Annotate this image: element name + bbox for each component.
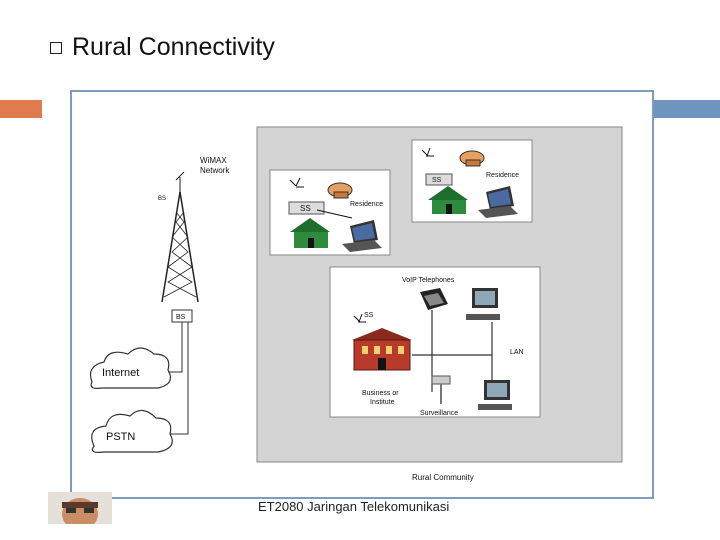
rural-community-panel: VoIP Telephones SS — [329, 266, 541, 418]
residence-panel-1: SS Residence — [269, 169, 391, 256]
voip-phone-icon — [420, 288, 448, 310]
house-icon — [290, 218, 330, 248]
pstn-label: PSTN — [106, 431, 135, 443]
accent-bar-left — [0, 100, 42, 118]
bullet-square-icon — [50, 42, 62, 54]
residence-label: Residence — [486, 172, 519, 179]
ss-label: SS — [300, 204, 311, 213]
antenna-icon — [353, 313, 366, 323]
tower-label: BS — [158, 196, 166, 202]
diagram-frame: SS Residence S — [70, 90, 654, 499]
accent-bar-right — [652, 100, 720, 118]
slide-footer: ET2080 Jaringan Telekomunikasi — [258, 499, 450, 514]
antenna-icon — [289, 177, 304, 188]
antenna-icon — [421, 147, 434, 157]
desktop-computer-icon — [466, 288, 500, 320]
phone-icon — [327, 182, 353, 199]
ss-label: SS — [432, 177, 442, 184]
lan-lines — [412, 310, 493, 392]
surveillance-camera-icon — [431, 375, 451, 404]
house-icon — [428, 186, 468, 214]
building-icon — [352, 328, 412, 371]
residence-panel-2: SS Residence — [411, 139, 533, 223]
ss-label: SS — [364, 312, 374, 319]
business-label: Business or — [362, 390, 399, 397]
wimax-label: WiMAX — [200, 156, 227, 165]
internet-cloud-icon — [89, 347, 171, 389]
slide-title: Rural Connectivity — [72, 33, 275, 61]
phone-icon — [459, 150, 485, 167]
bs-label: BS — [176, 314, 186, 321]
pstn-cloud-icon — [91, 409, 173, 453]
wimax-tower-icon — [161, 171, 199, 303]
internet-label: Internet — [102, 367, 139, 379]
voip-label: VoIP Telephones — [402, 277, 455, 284]
desktop-computer-icon — [478, 380, 512, 410]
laptop-icon — [478, 186, 518, 218]
network-diagram: SS Residence S — [89, 126, 623, 482]
rural-community-label: Rural Community — [412, 473, 474, 482]
laptop-icon — [342, 220, 382, 252]
presenter-avatar — [48, 492, 112, 524]
ss-box — [425, 173, 453, 186]
wimax-label-2: Network — [200, 166, 230, 175]
surveillance-label: Surveillance — [420, 410, 458, 417]
ss-box — [288, 201, 325, 215]
residence-label: Residence — [350, 201, 383, 208]
lan-label: LAN — [510, 349, 524, 356]
backhaul-lines — [168, 322, 189, 435]
business-label-2: Institute — [370, 399, 395, 406]
